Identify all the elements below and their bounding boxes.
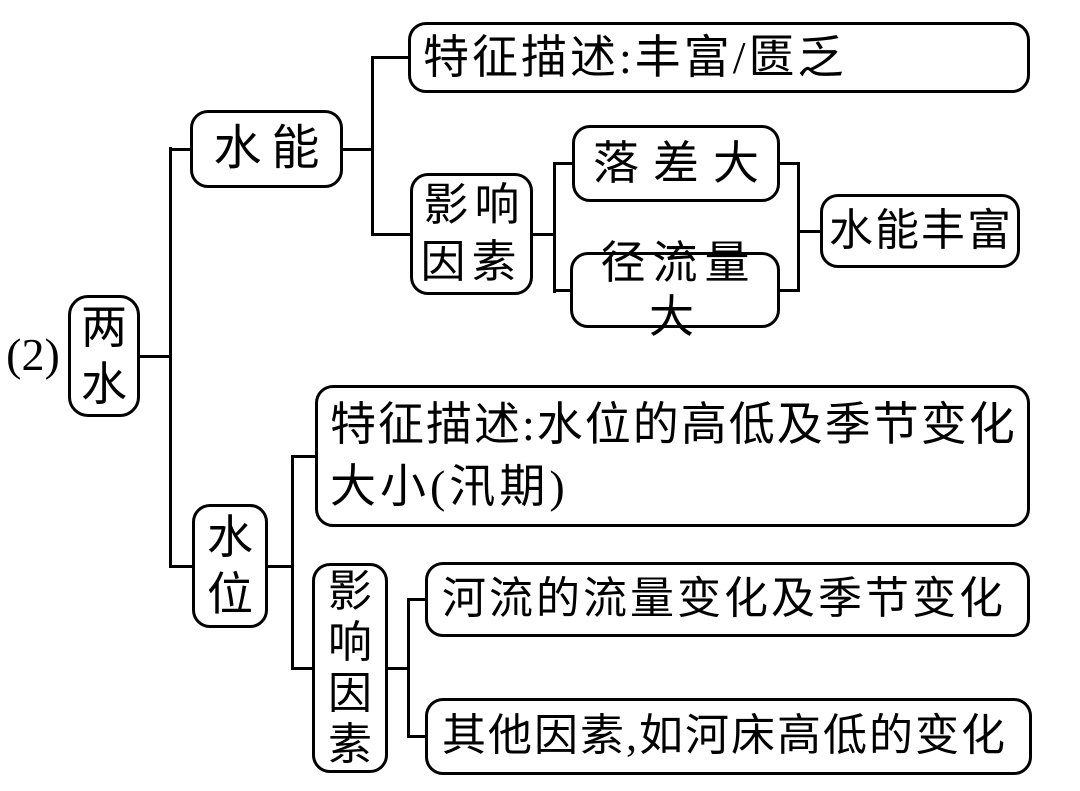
connector-hydropower-feature-in (374, 56, 408, 59)
node-hydropower-factors: 影响因素 (410, 173, 533, 295)
node-hydropower-feature: 特征描述:丰富/匮乏 (408, 22, 1030, 93)
connector-factors1-out (533, 233, 553, 236)
connector-runoff-in (556, 289, 570, 292)
connector-water-level-branch (291, 455, 294, 670)
connector-runoff-out (780, 289, 797, 292)
connector-drop-out (780, 162, 797, 165)
connector-result-in (800, 230, 820, 233)
connector-factors2-branch (407, 598, 410, 738)
connector-other-factors-in (410, 735, 425, 738)
water-level-feature-text: 特征描述:水位的高低及季节变化 大小(汛期) (330, 394, 1017, 518)
node-large-runoff: 径流量大 (570, 238, 780, 342)
node-hydropower: 水能 (190, 110, 343, 188)
feature-line-1: 特征描述:水位的高低及季节变化 (330, 399, 1017, 450)
connector-flow-variation-in (410, 598, 425, 601)
node-water-level-feature: 特征描述:水位的高低及季节变化 大小(汛期) (315, 385, 1030, 527)
connector-root-out (140, 355, 172, 358)
node-water-level-factors: 影响因素 (312, 563, 388, 773)
feature-line-2: 大小(汛期) (330, 461, 569, 512)
node-other-factors: 其他因素,如河床高低的变化 (425, 698, 1032, 775)
connector-drop-in (556, 162, 572, 165)
connector-hydropower-factors-in (374, 233, 410, 236)
node-flow-variation: 河流的流量变化及季节变化 (425, 562, 1030, 637)
connector-factors1-branch (553, 162, 556, 293)
connector-hydropower-branch (371, 56, 374, 236)
item-number-label: (2) (6, 329, 60, 380)
connector-water-level-factors-in (294, 667, 312, 670)
connector-hydropower-in (172, 148, 190, 151)
connector-trunk (169, 147, 172, 568)
node-two-waters: 两水 (68, 295, 140, 417)
connector-water-level-out (268, 565, 291, 568)
connector-hydropower-out (343, 148, 371, 151)
connector-merge-bar (797, 162, 800, 292)
connector-water-level-in (172, 565, 192, 568)
node-large-drop: 落差大 (572, 125, 780, 202)
node-water-level: 水位 (192, 504, 268, 628)
connector-water-level-feature-in (294, 455, 315, 458)
node-hydropower-rich: 水能丰富 (820, 194, 1020, 268)
connector-factors2-out (388, 667, 407, 670)
